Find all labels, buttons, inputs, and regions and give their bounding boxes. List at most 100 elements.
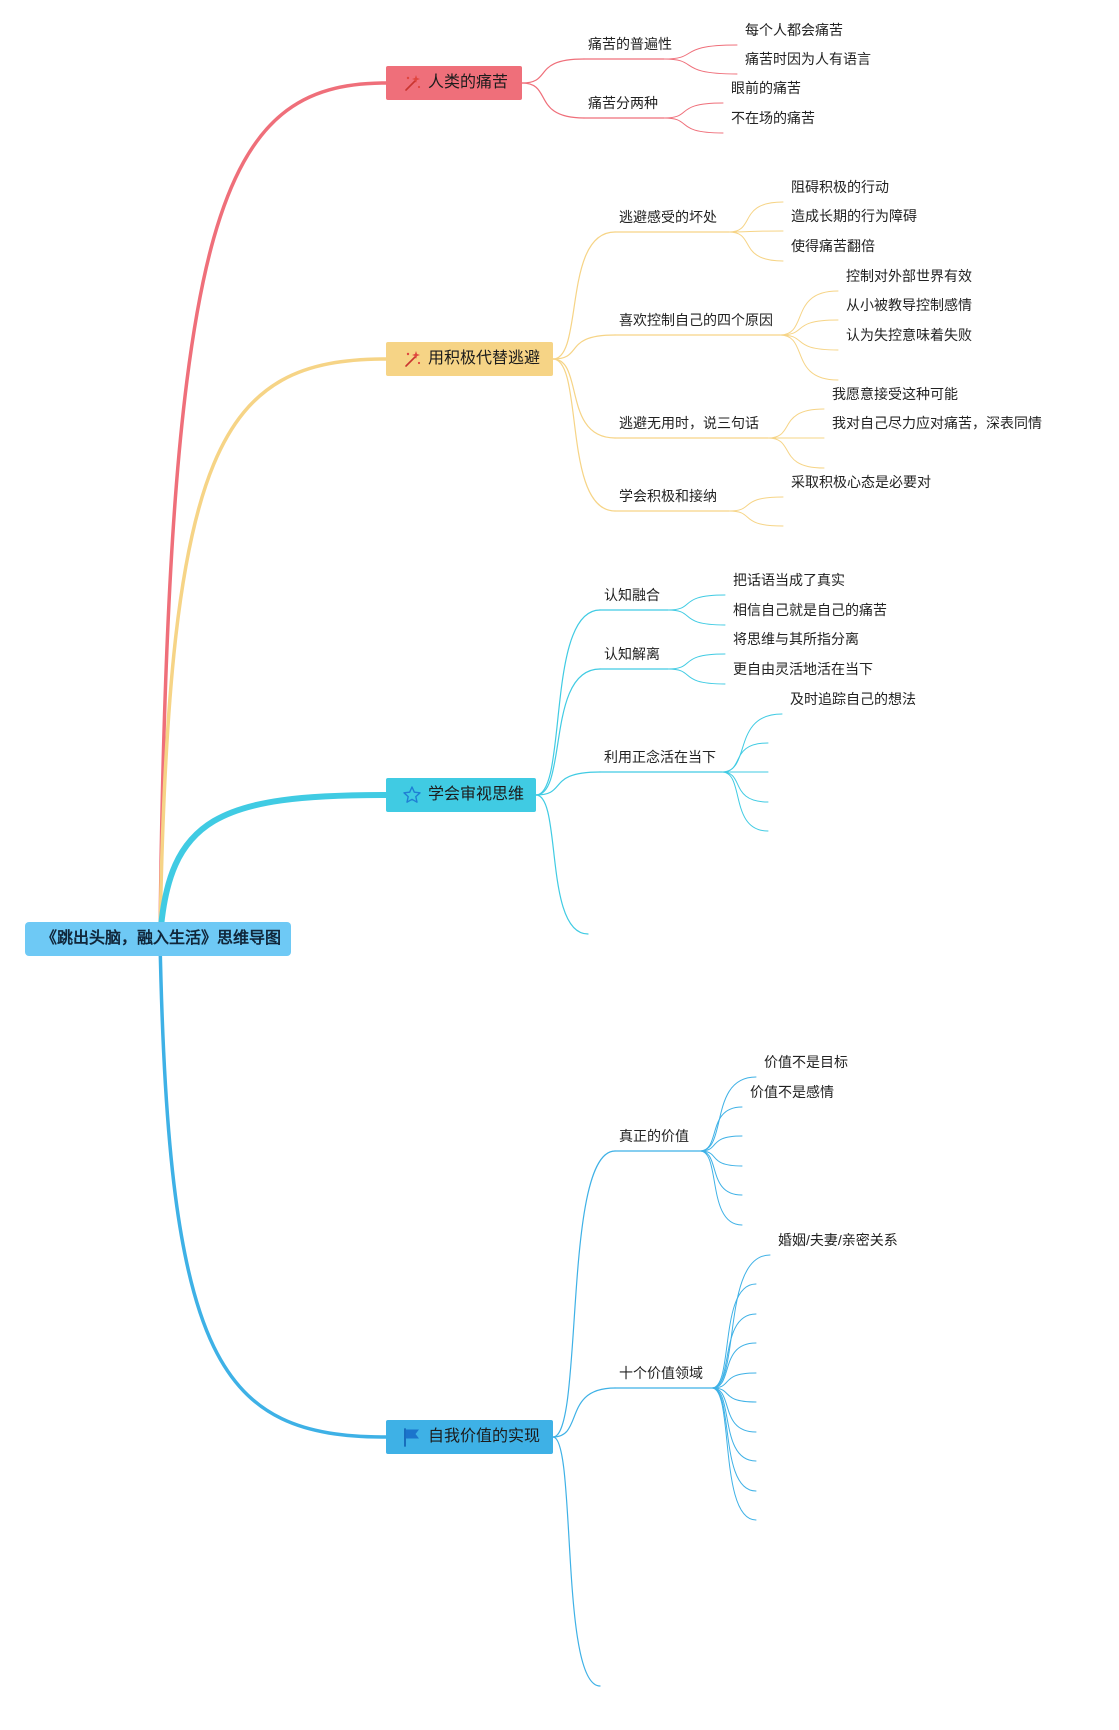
sub-node[interactable]: 真正的价值 bbox=[619, 1128, 689, 1144]
leaf-node[interactable]: 使得痛苦翻倍 bbox=[791, 238, 875, 254]
sub-node[interactable]: 痛苦分两种 bbox=[588, 95, 658, 111]
branch-connector bbox=[158, 357, 388, 941]
sub-connector bbox=[535, 609, 601, 796]
branch-examine-thinking[interactable]: 学会审视思维 bbox=[386, 778, 536, 812]
leaf-connector bbox=[767, 437, 825, 469]
leaf-connector bbox=[779, 319, 839, 336]
leaf-connector bbox=[721, 742, 769, 773]
leaf-connector bbox=[667, 594, 726, 611]
leaf-connector bbox=[728, 231, 784, 262]
leaf-node[interactable]: 价值不是目标 bbox=[764, 1054, 848, 1070]
sub-node[interactable]: 逃避无用时，说三句话 bbox=[619, 415, 759, 431]
leaf-connector bbox=[767, 408, 825, 439]
leaf-connector bbox=[699, 1150, 743, 1196]
leaf-connector bbox=[699, 1076, 757, 1152]
flag-icon bbox=[404, 1428, 419, 1447]
star-icon bbox=[403, 786, 421, 803]
leaf-connector bbox=[711, 1283, 757, 1389]
magic-wand-icon bbox=[405, 75, 421, 91]
leaf-connector bbox=[711, 1387, 757, 1521]
leaf-connector bbox=[728, 201, 784, 233]
leaf-connector bbox=[667, 609, 726, 626]
sub-connector bbox=[552, 334, 616, 360]
leaf-node[interactable]: 认为失控意味着失败 bbox=[846, 327, 972, 343]
leaf-connector bbox=[779, 334, 839, 381]
leaf-node[interactable]: 每个人都会痛苦 bbox=[745, 22, 843, 38]
sub-connector bbox=[535, 771, 601, 796]
leaf-node[interactable]: 从小被教导控制感情 bbox=[846, 297, 972, 313]
sub-connector bbox=[552, 1150, 616, 1438]
leaf-connector bbox=[721, 771, 769, 832]
leaf-node[interactable]: 相信自己就是自己的痛苦 bbox=[733, 602, 887, 618]
leaf-node[interactable]: 更自由灵活地活在当下 bbox=[733, 661, 873, 677]
leaf-node[interactable]: 眼前的痛苦 bbox=[731, 80, 801, 96]
leaf-connector bbox=[663, 117, 724, 134]
leaf-connector bbox=[728, 230, 784, 233]
branch-active-instead-of-avoid[interactable]: 用积极代替逃避 bbox=[386, 342, 553, 376]
leaf-node[interactable]: 控制对外部世界有效 bbox=[846, 268, 972, 284]
leaf-node[interactable]: 造成长期的行为障碍 bbox=[791, 208, 917, 224]
leaf-connector bbox=[721, 713, 783, 773]
leaf-connector bbox=[699, 1106, 743, 1152]
leaf-node[interactable]: 采取积极心态是必要对 bbox=[791, 474, 931, 490]
sub-connector bbox=[552, 1436, 601, 1687]
branch-label: 用积极代替逃避 bbox=[428, 350, 541, 367]
leaf-connector bbox=[699, 1150, 743, 1226]
leaf-node[interactable]: 及时追踪自己的想法 bbox=[790, 691, 916, 707]
branch-connector bbox=[157, 792, 389, 942]
leaf-connector bbox=[667, 668, 726, 685]
branch-self-value[interactable]: 自我价值的实现 bbox=[386, 1420, 553, 1454]
leaf-connector bbox=[728, 496, 784, 512]
leaf-node[interactable]: 阻碍积极的行动 bbox=[791, 179, 889, 195]
leaf-node[interactable]: 不在场的痛苦 bbox=[731, 110, 815, 126]
branch-connector bbox=[158, 937, 388, 1439]
sub-node[interactable]: 十个价值领域 bbox=[619, 1365, 703, 1381]
leaf-node[interactable]: 婚姻/夫妻/亲密关系 bbox=[778, 1232, 898, 1248]
sub-node[interactable]: 认知融合 bbox=[604, 587, 660, 603]
leaf-node[interactable]: 价值不是感情 bbox=[750, 1084, 834, 1100]
leaf-connector bbox=[667, 653, 726, 670]
leaf-connector bbox=[721, 771, 769, 803]
sub-node[interactable]: 痛苦的普遍性 bbox=[588, 36, 672, 52]
sub-node[interactable]: 喜欢控制自己的四个原因 bbox=[619, 312, 773, 328]
leaf-connector bbox=[699, 1135, 743, 1152]
leaf-node[interactable]: 我愿意接受这种可能 bbox=[832, 386, 958, 402]
leaf-connector bbox=[779, 334, 839, 351]
sub-connector bbox=[552, 231, 616, 360]
leaf-connector bbox=[711, 1254, 771, 1389]
sub-connector bbox=[552, 358, 616, 512]
sub-connector bbox=[535, 794, 589, 935]
branch-label: 人类的痛苦 bbox=[428, 74, 509, 91]
root-label: 《跳出头脑，融入生活》思维导图 bbox=[41, 930, 282, 947]
sub-node[interactable]: 利用正念活在当下 bbox=[604, 749, 716, 765]
leaf-node[interactable]: 痛苦时因为人有语言 bbox=[745, 51, 871, 67]
leaf-connector bbox=[711, 1387, 757, 1492]
sub-node[interactable]: 认知解离 bbox=[604, 646, 660, 662]
branch-human-pain[interactable]: 人类的痛苦 bbox=[386, 66, 522, 100]
leaf-connector bbox=[711, 1387, 757, 1433]
sub-connector bbox=[521, 82, 585, 119]
leaf-connector bbox=[663, 44, 738, 60]
leaf-node[interactable]: 我对自己尽力应对痛苦，深表同情 bbox=[832, 415, 1042, 431]
leaf-connector bbox=[711, 1342, 757, 1389]
leaf-node[interactable]: 将思维与其所指分离 bbox=[733, 631, 859, 647]
leaf-connector bbox=[711, 1313, 757, 1389]
leaf-node[interactable]: 把话语当成了真实 bbox=[733, 572, 845, 588]
leaf-connector bbox=[711, 1387, 757, 1403]
leaf-connector bbox=[663, 102, 724, 119]
sub-node[interactable]: 学会积极和接纳 bbox=[619, 488, 717, 504]
branch-label: 学会审视思维 bbox=[428, 786, 525, 803]
leaf-connector bbox=[699, 1150, 743, 1167]
leaf-connector bbox=[779, 290, 839, 336]
leaf-connector bbox=[663, 58, 738, 75]
sub-node[interactable]: 逃避感受的坏处 bbox=[619, 209, 717, 225]
sub-connector bbox=[552, 1387, 616, 1438]
branch-label: 自我价值的实现 bbox=[428, 1428, 541, 1445]
leaf-connector bbox=[711, 1372, 757, 1389]
branch-connector bbox=[158, 81, 388, 941]
root-node[interactable]: 《跳出头脑，融入生活》思维导图 bbox=[25, 922, 291, 956]
sub-connector bbox=[535, 668, 601, 796]
sub-connector bbox=[552, 358, 616, 439]
